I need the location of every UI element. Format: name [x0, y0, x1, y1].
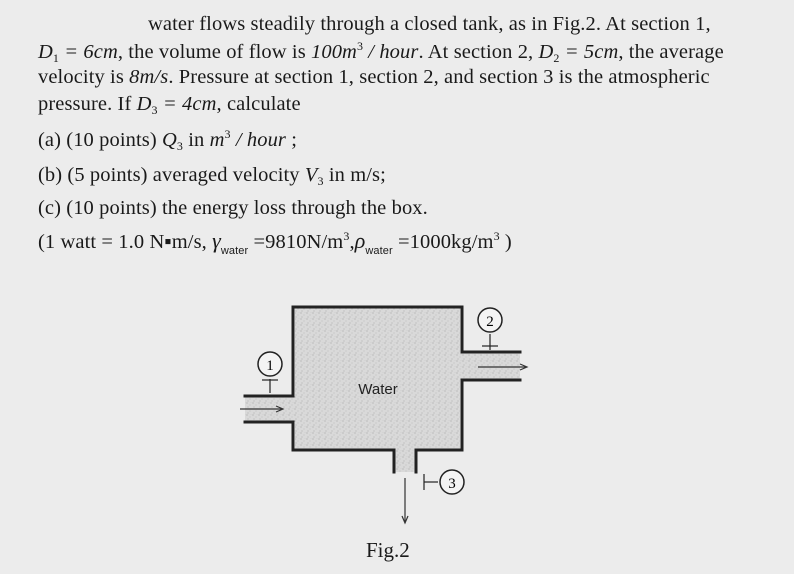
section-1-label: 1: [266, 358, 274, 374]
d1-value: = 6cm: [59, 41, 118, 63]
problem-text: (1 watt = 1.0 N▪m/s,: [38, 231, 213, 253]
rho-subscript: water: [365, 245, 393, 257]
problem-text: ,: [349, 231, 355, 253]
d2-symbol: D: [538, 41, 554, 63]
v2-value: 8m/s: [129, 66, 169, 88]
problem-line-2: D1 = 6cm, the volume of flow is 100m3 / …: [38, 39, 724, 66]
d3-subscript: 3: [151, 103, 158, 117]
part-b: (b) (5 points) averaged velocity V3 in m…: [38, 164, 386, 189]
problem-text: in m/s;: [323, 164, 386, 186]
part-a-label: (a) (10 points): [38, 129, 162, 151]
gamma-symbol: γ: [212, 228, 221, 253]
problem-line-3: velocity is 8m/s. Pressure at section 1,…: [38, 66, 710, 89]
part-b-label: (b) (5 points) averaged velocity: [38, 164, 305, 186]
problem-line-4: pressure. If D3 = 4cm, calculate: [38, 93, 301, 118]
section-1-marker: 1: [257, 351, 283, 393]
section-3-label: 3: [448, 476, 456, 492]
problem-text: , calculate: [216, 93, 301, 115]
section-3-marker: 3: [423, 469, 465, 495]
rho-value: =1000kg/m: [392, 231, 494, 253]
problem-text: water flows steadily through a closed ta…: [148, 13, 711, 35]
flow-arrows: [240, 363, 529, 525]
tank-label: Water: [358, 381, 397, 398]
problem-line-1: water flows steadily through a closed ta…: [148, 13, 711, 36]
gamma-value: =9810N/m: [248, 231, 344, 253]
v3-symbol: V: [304, 164, 318, 186]
d3-value: = 4cm: [157, 93, 217, 115]
gamma-subscript: water: [220, 245, 249, 257]
problem-text: ;: [286, 129, 298, 151]
section-2-marker: 2: [477, 307, 503, 350]
part-c-text: (c) (10 points) the energy loss through …: [38, 197, 428, 219]
problem-text: . Pressure at section 1, section 2, and …: [168, 66, 710, 88]
gamma-superscript: 3: [343, 229, 350, 243]
q1-unit: / hour: [363, 41, 419, 63]
problem-text: ): [499, 231, 512, 253]
problem-text: velocity is: [38, 66, 130, 88]
problem-text: , the average: [618, 41, 724, 63]
constants-line: (1 watt = 1.0 N▪m/s, γwater =9810N/m3,ρw…: [38, 228, 512, 257]
unit-text: m: [209, 129, 225, 151]
section-2-label: 2: [486, 314, 494, 330]
v3-subscript: 3: [317, 174, 324, 188]
q1-superscript: 3: [356, 39, 364, 53]
d1-subscript: 1: [52, 51, 60, 65]
d3-symbol: D: [136, 93, 152, 115]
d1-symbol: D: [38, 41, 53, 63]
q3-symbol: Q: [162, 129, 177, 151]
rho-superscript: 3: [493, 229, 500, 243]
problem-text: pressure. If: [38, 93, 137, 115]
unit-text: / hour: [230, 129, 287, 151]
problem-text: , the volume of flow is: [117, 41, 311, 63]
q1-value: 100m: [311, 41, 357, 63]
tank-walls: [243, 305, 522, 474]
part-c: (c) (10 points) the energy loss through …: [38, 197, 428, 220]
d2-subscript: 2: [553, 51, 560, 65]
part-a: (a) (10 points) Q3 in m3 / hour ;: [38, 127, 297, 154]
water-region: [245, 307, 520, 472]
unit-superscript: 3: [224, 127, 231, 141]
d2-value: = 5cm: [559, 41, 619, 63]
problem-text: . At section 2,: [418, 41, 539, 63]
figure-caption: Fig.2: [366, 538, 410, 562]
q3-subscript: 3: [176, 139, 184, 153]
problem-text: in: [183, 129, 210, 151]
rho-symbol: ρ: [354, 228, 366, 253]
